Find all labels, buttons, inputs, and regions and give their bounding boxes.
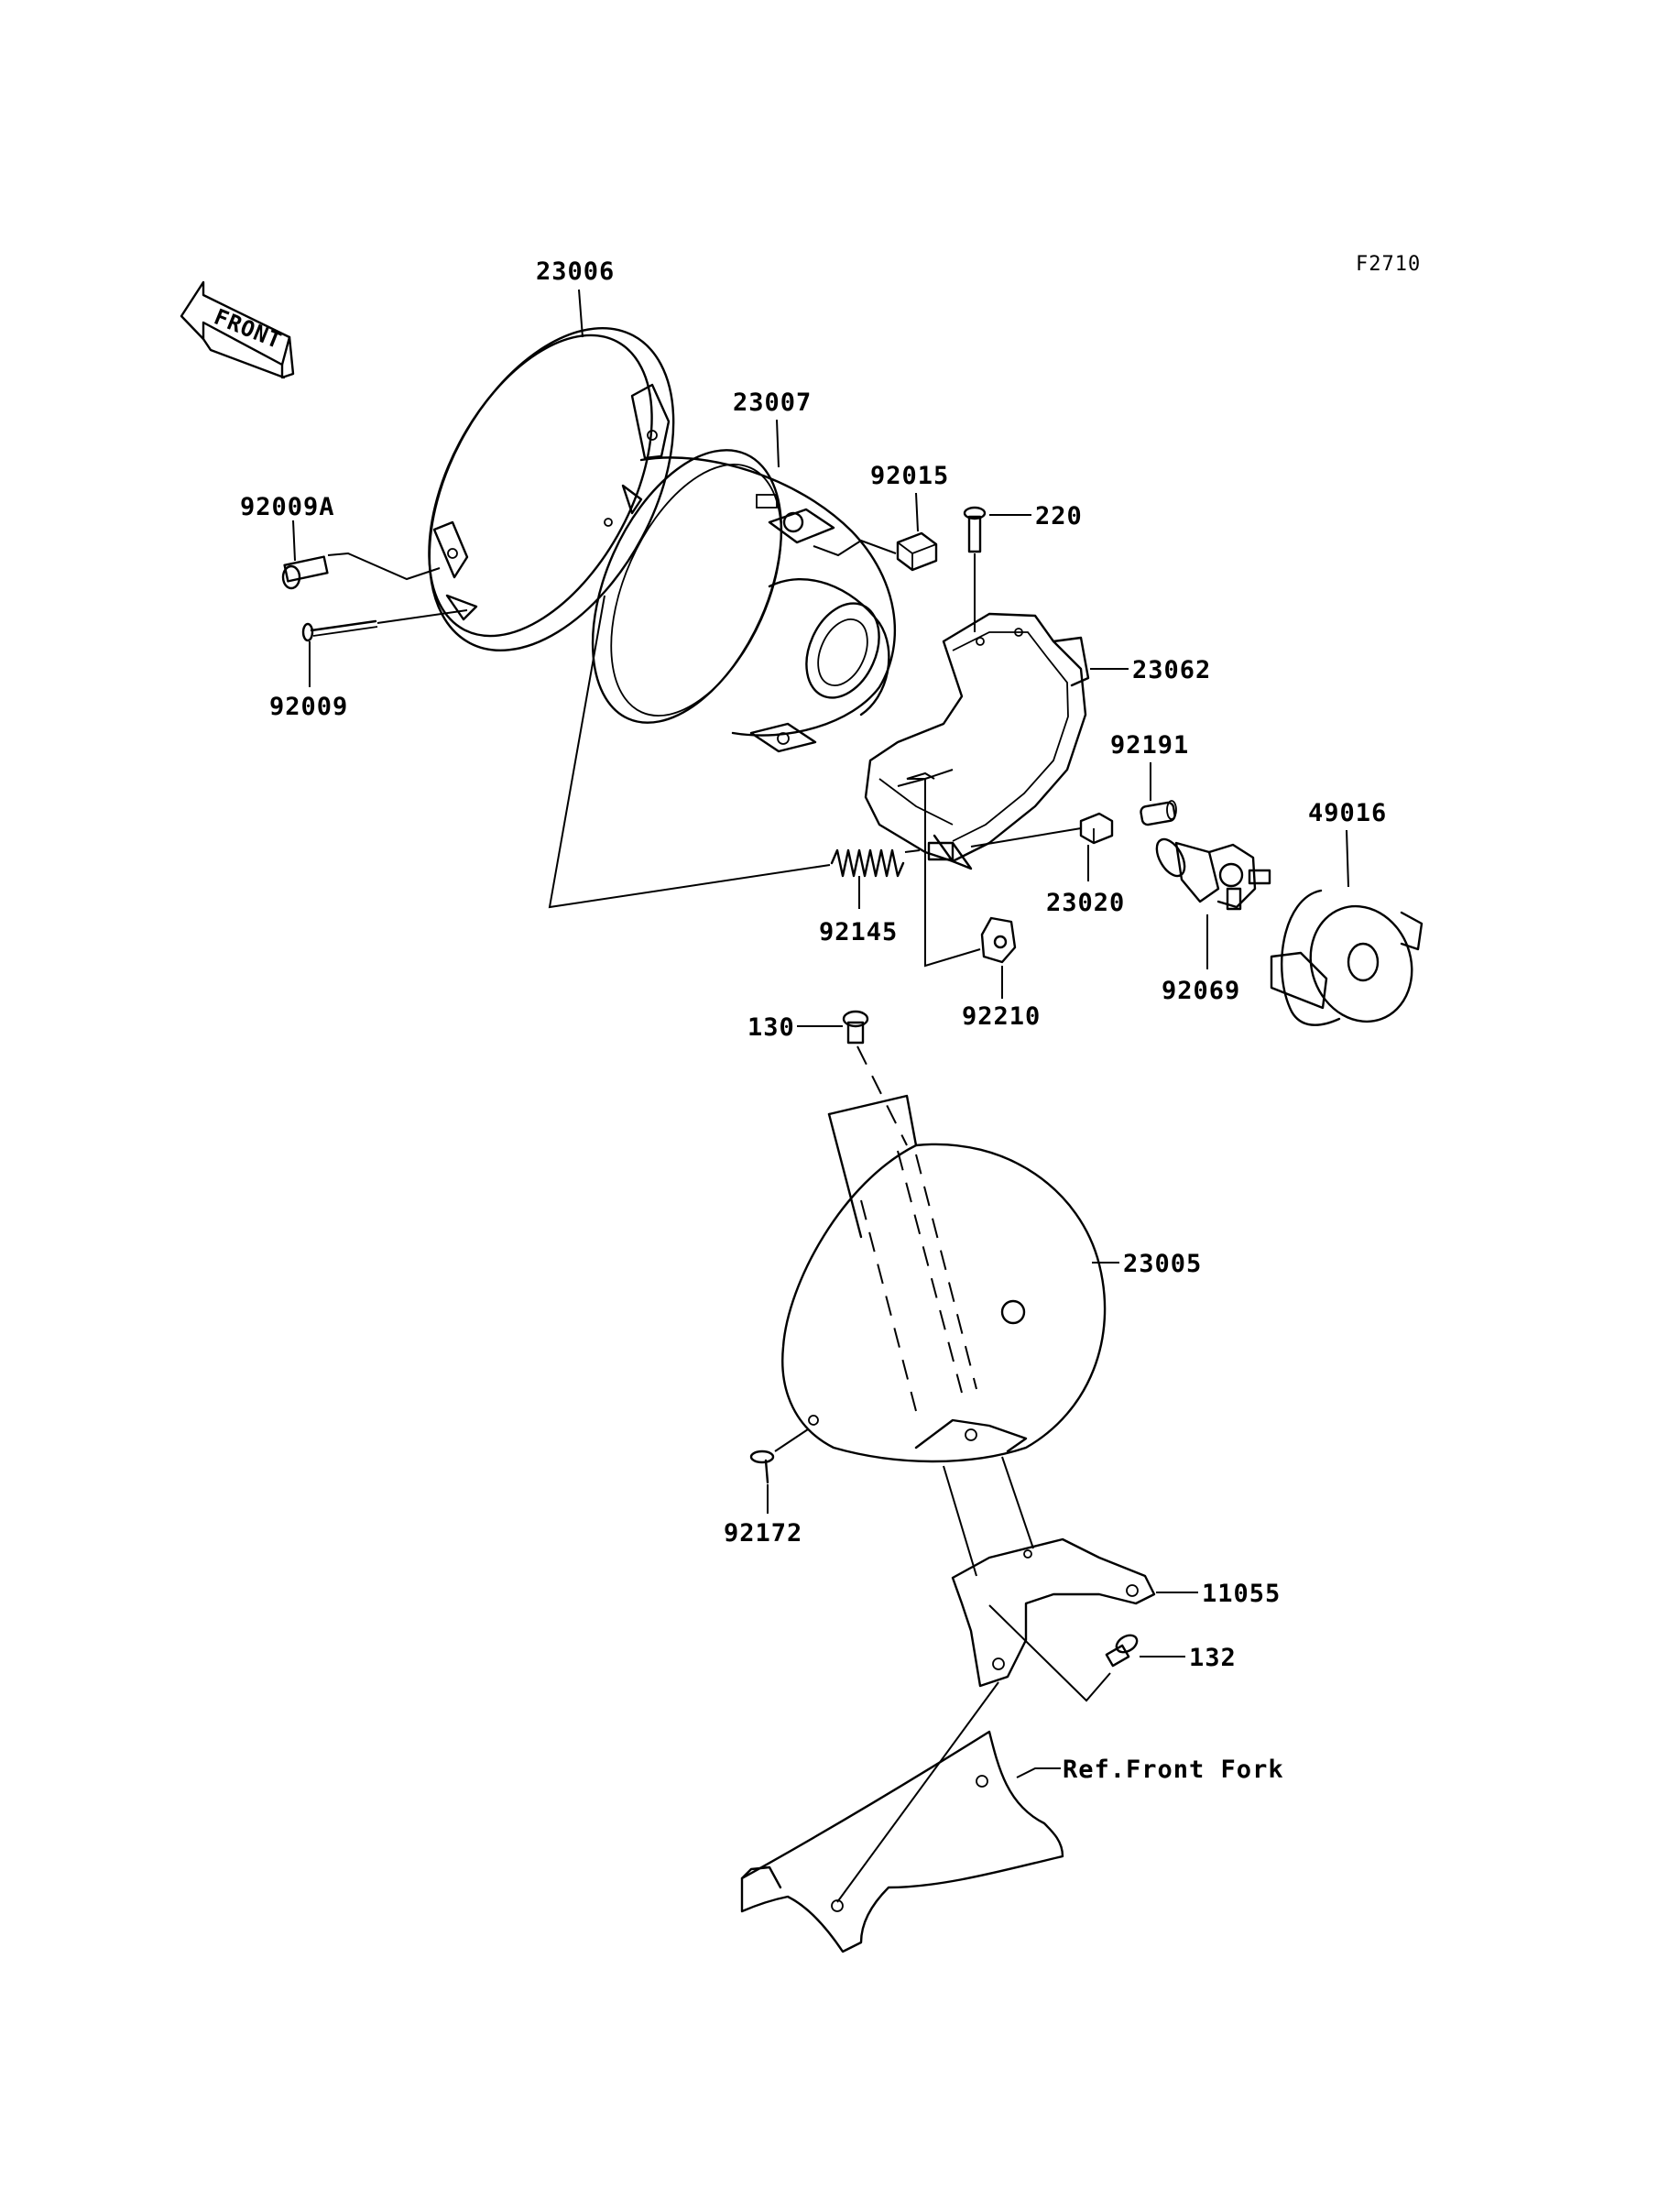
label-23007: 23007 bbox=[733, 388, 812, 417]
label-23020: 23020 bbox=[1046, 889, 1125, 917]
label-220: 220 bbox=[1035, 502, 1083, 531]
front-arrow-icon: FRONT bbox=[180, 280, 295, 379]
label-ref-front-fork: Ref.Front Fork bbox=[1063, 1756, 1284, 1784]
label-92015: 92015 bbox=[870, 462, 949, 490]
label-23062: 23062 bbox=[1132, 656, 1211, 684]
label-92172: 92172 bbox=[724, 1519, 802, 1548]
label-130: 130 bbox=[747, 1013, 795, 1042]
screw-92009 bbox=[301, 619, 378, 642]
label-23006: 23006 bbox=[536, 257, 615, 286]
bulb-92069 bbox=[1155, 837, 1271, 911]
label-11055: 11055 bbox=[1202, 1580, 1281, 1608]
bracket-11055 bbox=[943, 1456, 1156, 1688]
sleeve-92191 bbox=[1140, 800, 1177, 826]
screw-220 bbox=[963, 506, 987, 553]
label-92191: 92191 bbox=[1110, 731, 1189, 760]
headlamp-housing-23005 bbox=[781, 1094, 1107, 1463]
dust-cover-49016 bbox=[1270, 889, 1424, 1026]
label-92145: 92145 bbox=[819, 918, 898, 946]
label-132: 132 bbox=[1189, 1644, 1237, 1672]
label-92210: 92210 bbox=[962, 1002, 1041, 1031]
label-23005: 23005 bbox=[1123, 1250, 1202, 1278]
plate-92210 bbox=[980, 916, 1017, 964]
spring-92145 bbox=[830, 848, 905, 878]
nut-92015 bbox=[896, 531, 938, 572]
label-49016: 49016 bbox=[1308, 799, 1387, 827]
label-92009a: 92009A bbox=[240, 493, 335, 521]
label-92069: 92069 bbox=[1162, 977, 1240, 1005]
screw-92172 bbox=[749, 1450, 775, 1484]
headlamp-unit-23007 bbox=[591, 449, 896, 753]
front-fork-bracket bbox=[740, 1730, 1064, 1953]
bolt-130 bbox=[842, 1010, 869, 1045]
screw-92009a bbox=[281, 555, 329, 590]
connector-23020 bbox=[1079, 812, 1114, 845]
label-92009: 92009 bbox=[269, 693, 348, 721]
figure-code: F2710 bbox=[1356, 253, 1421, 276]
bolt-132 bbox=[1105, 1634, 1139, 1668]
headlamp-rim-23006 bbox=[428, 326, 675, 652]
bracket-23062 bbox=[864, 612, 1090, 870]
